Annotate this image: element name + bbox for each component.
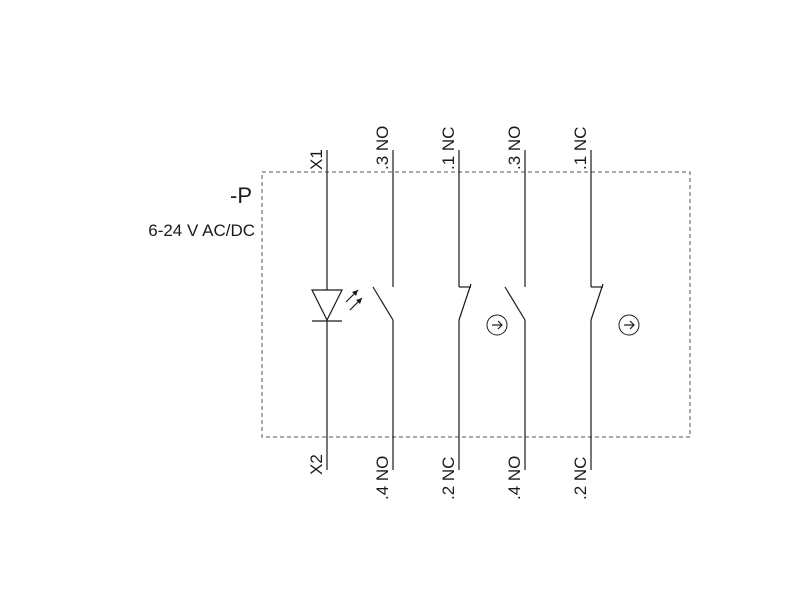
contact-bottom-label: .2 NC [439, 457, 458, 500]
contact-blocks: .3 NO .4 NO .1 NC .2 NC .3 NO .4 NO .1 NC .2 NC [372, 126, 640, 500]
contact-no-blade [372, 286, 394, 321]
contact-bottom-label: .4 NO [505, 456, 524, 500]
contact-3-no: .3 NO .4 NO [504, 126, 526, 500]
contact-top-label: .1 NC [439, 127, 458, 170]
contact-top-label: .3 NO [373, 126, 392, 170]
led-icon [311, 289, 363, 322]
lamp-bottom-terminal: X2 [307, 454, 326, 475]
arrow-right-circle-icon [486, 314, 508, 336]
arrow-right-circle-icon [618, 314, 640, 336]
contact-bottom-label: .2 NC [571, 457, 590, 500]
contact-1-no: .3 NO .4 NO [372, 126, 394, 500]
lamp-circuit: X1 X2 [307, 149, 363, 475]
contact-2-nc: .1 NC .2 NC [439, 127, 508, 500]
contact-4-nc: .1 NC .2 NC [571, 127, 640, 500]
contact-top-label: .1 NC [571, 127, 590, 170]
contact-no-blade [504, 286, 526, 321]
device-enclosure [261, 171, 691, 438]
device-rating: 6-24 V AC/DC [148, 221, 255, 240]
contact-nc-blade [590, 283, 604, 321]
lamp-top-terminal: X1 [307, 149, 326, 170]
contact-bottom-label: .4 NO [373, 456, 392, 500]
contact-nc-blade [458, 283, 472, 321]
device-tag: -P [230, 183, 252, 208]
contact-top-label: .3 NO [505, 126, 524, 170]
